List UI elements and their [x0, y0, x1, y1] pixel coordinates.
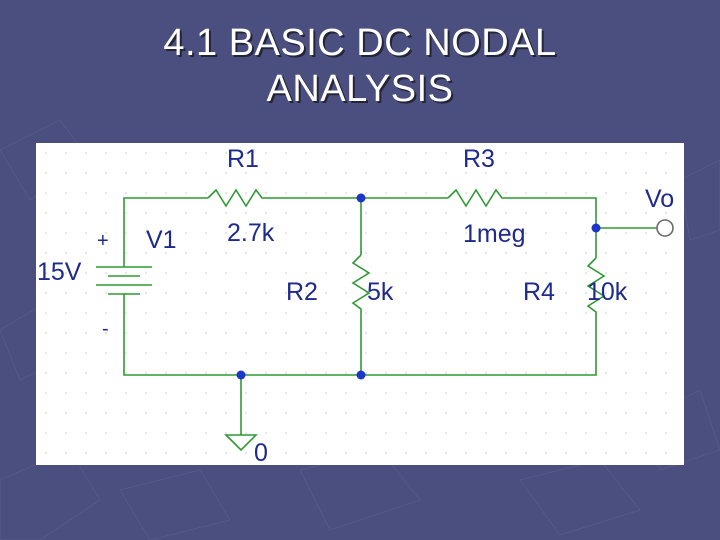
r1-name-label: R1 [227, 145, 259, 173]
node-top-middle [356, 193, 366, 203]
v1-name-label: V1 [146, 226, 177, 254]
ground-label: 0 [254, 439, 268, 465]
title-line-2: ANALYSIS [266, 68, 454, 110]
r1-resistor [207, 188, 268, 208]
slide-title: 4.1 BASIC DC NODAL ANALYSIS [0, 20, 720, 112]
output-terminal [656, 219, 674, 237]
r1-value-label: 2.7k [227, 219, 275, 247]
r4-name-label: R4 [523, 278, 555, 306]
circuit-schematic: R1 2.7k R3 1meg R2 5k R4 10k V1 15V + - … [36, 143, 684, 465]
wire-left-top [123, 197, 208, 255]
node-bottom-middle [356, 370, 366, 380]
v1-plus-label: + [97, 230, 109, 252]
wire-node-to-out [508, 197, 597, 258]
node-bottom-ground [236, 370, 246, 380]
output-label: Vo [645, 185, 674, 213]
v1-minus-label: - [102, 318, 109, 340]
r4-value-label: 10k [587, 278, 628, 306]
r2-value-label: 5k [367, 278, 394, 306]
node-output [591, 223, 601, 233]
r3-value-label: 1meg [463, 220, 526, 248]
battery-symbol [96, 255, 152, 295]
r3-resistor [447, 188, 508, 208]
r2-name-label: R2 [286, 278, 318, 306]
title-line-1: 4.1 BASIC DC NODAL [163, 22, 557, 64]
r3-name-label: R3 [463, 145, 495, 173]
v1-value-label: 15V [37, 258, 82, 286]
ground-symbol [224, 434, 258, 452]
schematic-canvas: R1 2.7k R3 1meg R2 5k R4 10k V1 15V + - … [36, 143, 684, 465]
r4-resistor [586, 257, 606, 318]
r2-resistor [351, 254, 371, 315]
